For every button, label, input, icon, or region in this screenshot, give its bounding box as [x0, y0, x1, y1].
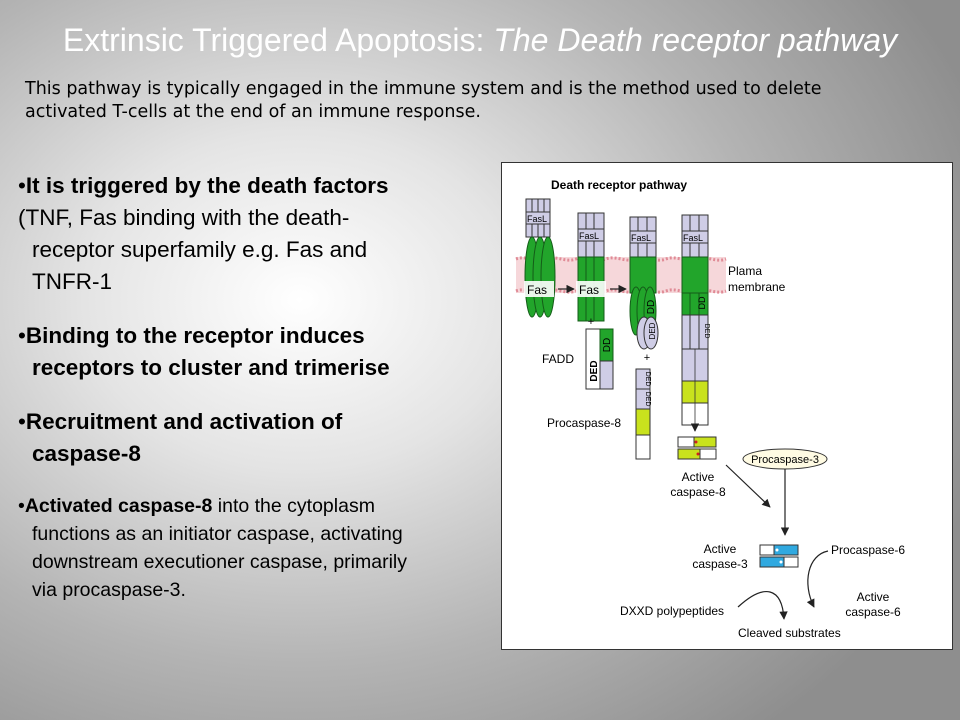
membrane-label-1: Plama	[728, 264, 762, 278]
fasl-label-3: FasL	[631, 233, 651, 243]
bullet-marker: •	[18, 495, 25, 517]
title-italic: The Death receptor pathway	[493, 22, 898, 58]
bullet-marker: •	[18, 409, 26, 434]
plus-sign-1: +	[588, 316, 594, 328]
slide-title: Extrinsic Triggered Apoptosis: The Death…	[0, 22, 960, 59]
bullet-4-line-2: functions as an initiator caspase, activ…	[32, 523, 403, 545]
fadd-ded-label: DED	[589, 360, 600, 381]
procaspase-6-label: Procaspase-6	[831, 543, 905, 557]
death-receptor-figure: Death receptor pathway Plama membrane Fa…	[501, 162, 953, 650]
bullet-1-line-4: TNFR-1	[32, 269, 112, 294]
bullet-marker: •	[18, 173, 26, 198]
intro-text: This pathway is typically engaged in the…	[25, 78, 905, 124]
procaspase-3-label: Procaspase-3	[751, 454, 819, 466]
bullet-2-line-2: receptors to cluster and trimerise	[32, 355, 390, 380]
bullet-4-heading: Activated caspase-8	[24, 495, 213, 517]
stage-3-receptor: FasL DD DED	[629, 216, 659, 350]
bullet-2-line-1: Binding to the receptor induces	[25, 323, 365, 348]
stage-4-disc-complex: FasL DD DED	[681, 214, 710, 426]
fas-label-2: Fas	[579, 283, 599, 297]
stage4-dd-label: DD	[697, 296, 707, 309]
membrane-label-2: membrane	[728, 280, 786, 294]
active-caspase-3-label-2: caspase-3	[692, 557, 748, 571]
procaspase-3-node: Procaspase-3	[742, 448, 828, 470]
active-caspase-8-molecule	[677, 436, 717, 460]
bullet-3-line-1: Recruitment and activation of	[25, 409, 343, 434]
bullet-4-line-3: downstream executioner caspase, primaril…	[32, 551, 407, 573]
bullet-1-line-3: receptor superfamily e.g. Fas and	[32, 237, 368, 262]
active-caspase-8-label-2: caspase-8	[670, 485, 726, 499]
bullet-3: •Recruitment and activation of caspase-8	[18, 406, 498, 470]
plus-sign-2: +	[644, 352, 650, 364]
title-main: Extrinsic Triggered Apoptosis:	[62, 22, 494, 58]
bullet-1-heading: It is triggered by the death factors	[25, 173, 389, 198]
bullet-4-rest: into the cytoplasm	[212, 495, 375, 517]
fas-label-1: Fas	[527, 283, 547, 297]
stage-2-receptor: FasL Fas	[576, 212, 606, 322]
procaspase-8-molecule: DED DED	[635, 368, 651, 460]
bullet-marker: •	[18, 323, 26, 348]
stage4-ded-1: DED	[703, 324, 710, 339]
bullet-2: •Binding to the receptor induces recepto…	[18, 320, 498, 384]
bullet-1-line-2: (TNF, Fas binding with the death-	[18, 205, 350, 230]
bullet-3-line-2: caspase-8	[32, 441, 141, 466]
bullet-4: •Activated caspase-8 into the cytoplasm …	[18, 492, 498, 604]
intro-line-1: This pathway is typically engaged in the…	[25, 79, 822, 99]
bullet-1: •It is triggered by the death factors (T…	[18, 170, 498, 298]
pathway-diagram: Death receptor pathway Plama membrane Fa…	[515, 178, 905, 640]
active-caspase-8-label-1: Active	[682, 470, 715, 484]
diagram-title: Death receptor pathway	[551, 178, 687, 192]
fadd-label: FADD	[542, 352, 574, 366]
active-caspase-3-label-1: Active	[704, 542, 737, 556]
cleaved-substrates-label: Cleaved substrates	[738, 626, 841, 640]
active-caspase-3-molecule	[759, 544, 799, 568]
stage3-dd-label: DD	[646, 300, 657, 314]
intro-line-2: activated T-cells at the end of an immun…	[25, 102, 481, 122]
fadd-molecule: DD DED	[585, 328, 614, 390]
stage3-ded-label: DED	[648, 322, 657, 339]
fadd-dd-label: DD	[602, 338, 613, 352]
procasp8-ded-1: DED	[644, 372, 651, 387]
active-caspase-6-label-2: caspase-6	[845, 605, 901, 619]
active-caspase-6-label-1: Active	[857, 590, 890, 604]
procaspase-8-label: Procaspase-8	[547, 416, 621, 430]
stage-1-receptor: FasL Fas	[524, 198, 556, 318]
bullet-list: •It is triggered by the death factors (T…	[18, 170, 498, 604]
fasl-label-1: FasL	[527, 214, 547, 224]
bullet-4-line-4: via procaspase-3.	[32, 579, 186, 601]
fasl-label-2: FasL	[579, 231, 599, 241]
fasl-label-4: FasL	[683, 233, 703, 243]
dxxd-label: DXXD polypeptides	[620, 604, 724, 618]
procasp8-ded-2: DED	[644, 392, 651, 407]
